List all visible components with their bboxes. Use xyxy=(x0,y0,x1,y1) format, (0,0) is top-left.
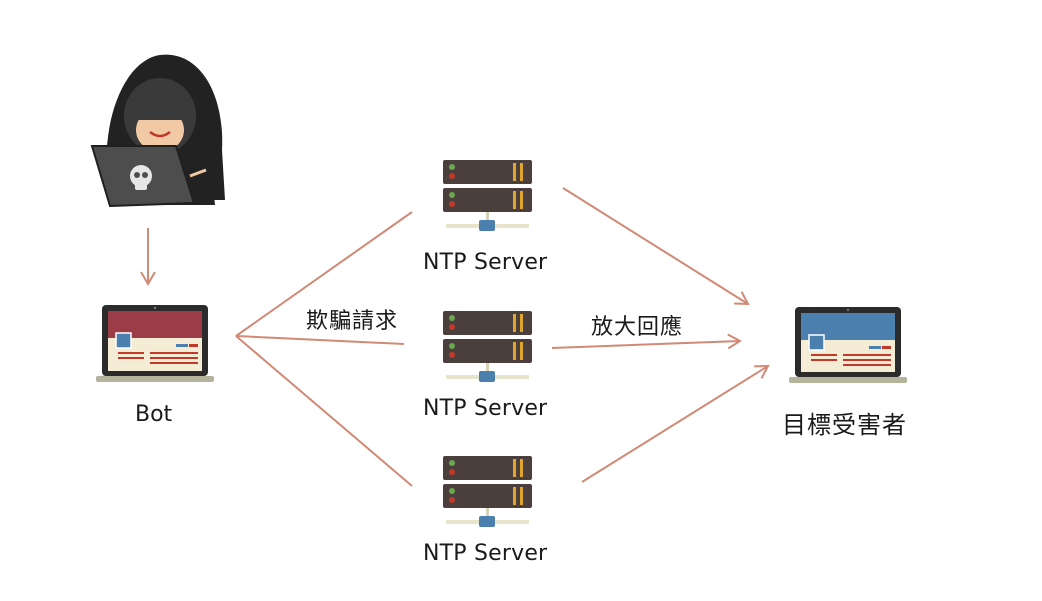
target-victim-label: 目標受害者 xyxy=(782,411,907,439)
attacker-laptop-icon xyxy=(90,145,207,208)
amplified-response-label: 放大回應 xyxy=(591,315,684,340)
edge-bot-to-server-2 xyxy=(235,335,405,345)
ntp-server-2-icon xyxy=(443,311,532,382)
arrow-server-1-to-victim xyxy=(562,187,750,306)
victim-laptop-icon xyxy=(789,307,907,383)
ntp-server-3-label: NTP Server xyxy=(423,541,548,566)
arrow-server-3-to-victim xyxy=(581,364,770,483)
bot-laptop-icon xyxy=(96,305,214,382)
ntp-server-3-icon xyxy=(443,456,532,527)
edge-bot-to-server-1 xyxy=(235,211,413,337)
arrow-server-2-to-victim xyxy=(551,333,742,350)
bot-label: Bot xyxy=(135,402,173,427)
spoofed-request-label: 欺騙請求 xyxy=(306,309,399,334)
ntp-server-1-label: NTP Server xyxy=(423,250,548,275)
edge-bot-to-server-3 xyxy=(235,335,413,487)
hooded-hacker-icon xyxy=(90,54,225,208)
ntp-server-1-icon xyxy=(443,160,532,231)
ntp-server-2-label: NTP Server xyxy=(423,396,548,421)
